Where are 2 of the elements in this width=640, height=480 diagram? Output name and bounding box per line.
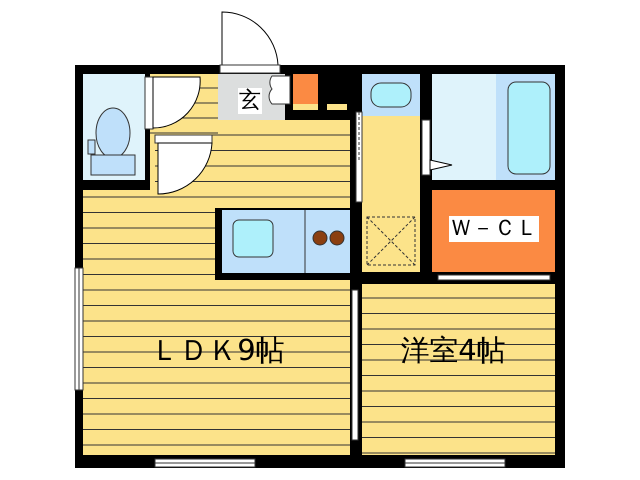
room-label: 玄 [238, 88, 262, 114]
room-label: Ｗ－ＣＬ [449, 216, 539, 242]
